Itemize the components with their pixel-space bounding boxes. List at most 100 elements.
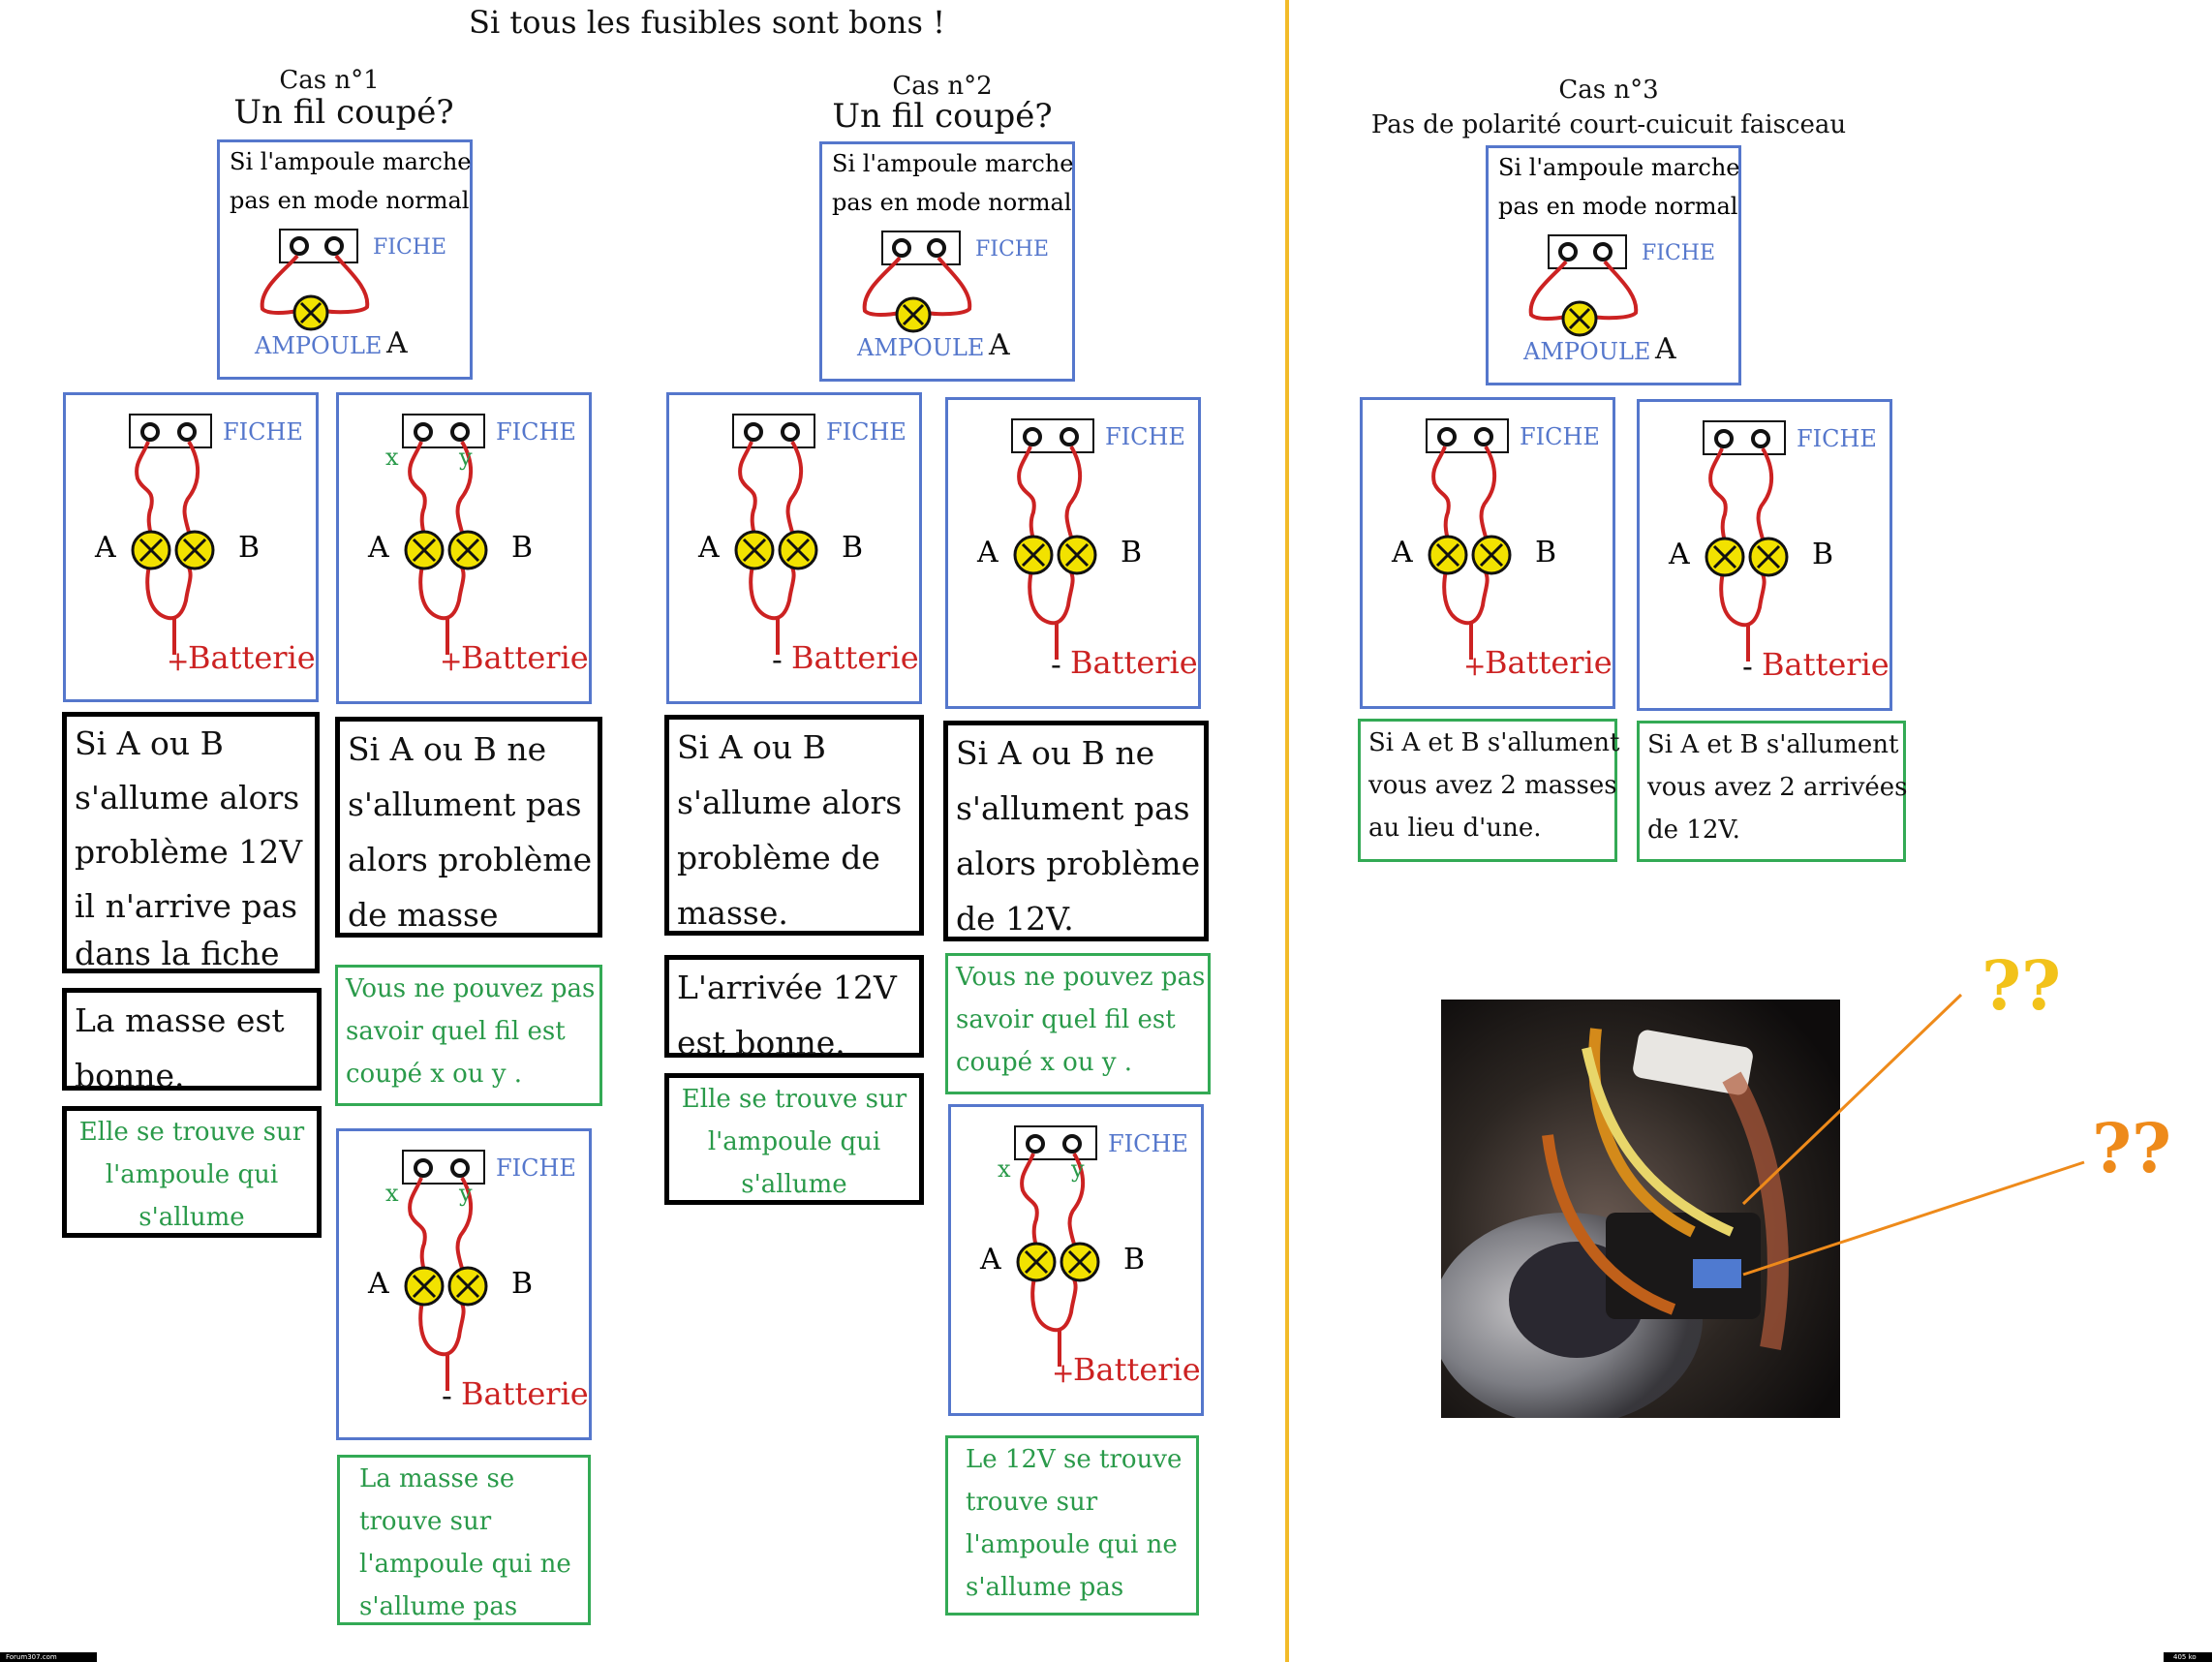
bulb-label: AMPOULE <box>255 332 383 359</box>
note-line-1: Si l'ampoule marche <box>1498 154 1740 181</box>
wire-y-label: y <box>1071 1155 1085 1183</box>
text-line: Si A ou B ne <box>348 730 547 768</box>
note-line-2: pas en mode normal <box>1498 193 1738 220</box>
text-line: problème de <box>677 839 880 877</box>
two-bulb-circuit <box>402 1150 488 1391</box>
text-line: dans la fiche <box>75 935 280 972</box>
text-line: au lieu d'une. <box>1368 814 1542 843</box>
single-bulb-circuit <box>1528 234 1639 337</box>
text-line: l'ampoule qui ne <box>359 1550 571 1579</box>
case3-subtitle: Pas de polarité court-cuicuit faisceau <box>1370 110 1847 139</box>
bulb-a-label: A <box>368 531 389 565</box>
battery-label: Batterie <box>791 639 919 676</box>
case2-diagram-plus-xy: FICHE x y A B + Batterie <box>948 1104 1204 1416</box>
wire-x-label: x <box>998 1155 1011 1183</box>
bulb-letter: A <box>386 326 408 360</box>
case2-diagram-minus-2: FICHE A B - Batterie <box>945 397 1201 709</box>
text-line: s'allume <box>741 1170 847 1199</box>
bulb-label: AMPOULE <box>1523 338 1651 365</box>
text-line: s'allume alors <box>677 784 903 821</box>
bulb-b-label: B <box>842 531 864 565</box>
text-line: s'allument pas <box>348 785 582 823</box>
text-line: Le 12V se trouve <box>966 1445 1183 1474</box>
bulb-letter: A <box>989 328 1010 362</box>
text-line: problème 12V <box>75 833 303 871</box>
plug-label: FICHE <box>373 235 447 260</box>
battery-sign: - <box>772 641 783 678</box>
case1-label: Cas n°1 <box>279 66 380 95</box>
bulb-label: AMPOULE <box>857 334 985 361</box>
bulb-a-label: A <box>95 531 116 565</box>
bulb-b-label: B <box>1121 536 1143 569</box>
bulb-b-label: B <box>1123 1243 1146 1277</box>
text-line: coupé x ou y . <box>346 1060 523 1089</box>
text-line: s'allument pas <box>956 789 1190 827</box>
text-line: l'ampoule qui <box>707 1127 881 1156</box>
text-line: s'allume alors <box>75 779 300 816</box>
case1-result-box-4: Si A ou B ne s'allument pas alors problè… <box>335 717 602 938</box>
plug-label: FICHE <box>975 237 1050 262</box>
text-line: La masse se <box>359 1464 515 1493</box>
question-mark-annotation-bottom: ?? <box>2092 1108 2172 1188</box>
case2-result-box-3: Elle se trouve sur l'ampoule qui s'allum… <box>664 1073 924 1205</box>
battery-label: Batterie <box>461 1375 589 1412</box>
bulb-b-label: B <box>238 531 261 565</box>
battery-label: Batterie <box>1485 644 1613 681</box>
case2-result-box-4: Si A ou B ne s'allument pas alors problè… <box>943 721 1209 941</box>
two-bulb-circuit <box>1014 1125 1100 1367</box>
case2-result-box-1: Si A ou B s'allume alors problème de mas… <box>664 715 924 936</box>
case3-result-box-1: Si A et B s'allument vous avez 2 masses … <box>1358 719 1620 862</box>
case3-result-box-2: Si A et B s'allument vous avez 2 arrivée… <box>1637 721 1908 862</box>
note-line-1: Si l'ampoule marche <box>230 148 472 175</box>
text-line: de 12V. <box>1647 816 1740 845</box>
text-line: vous avez 2 masses <box>1368 771 1617 800</box>
bulb-b-label: B <box>511 1267 534 1301</box>
text-line: s'allume pas <box>359 1592 518 1621</box>
bulb-letter: A <box>1655 332 1676 366</box>
bulb-b-label: B <box>1812 538 1834 571</box>
case1-result-box-1: Si A ou B s'allume alors problème 12V il… <box>62 712 320 973</box>
bulb-b-label: B <box>511 531 534 565</box>
case1-diagram-minus-xy: FICHE x y A B - Batterie <box>336 1128 592 1440</box>
text-line: coupé x ou y . <box>956 1048 1133 1077</box>
text-line: bonne. <box>75 1057 185 1094</box>
single-bulb-circuit <box>260 229 370 331</box>
text-line: s'allume <box>138 1203 245 1232</box>
plug-label: FICHE <box>1797 425 1877 452</box>
text-line: trouve sur <box>966 1488 1098 1517</box>
plug-label: FICHE <box>1642 241 1716 265</box>
two-bulb-circuit <box>402 414 488 655</box>
headlight-connector-photo <box>1441 1000 1840 1418</box>
text-line: trouve sur <box>359 1507 492 1536</box>
text-line: Vous ne pouvez pas <box>956 963 1206 992</box>
text-line: vous avez 2 arrivées <box>1647 773 1908 802</box>
text-line: alors problème <box>956 845 1201 882</box>
footer-left-text: Forum307.com <box>6 1653 57 1661</box>
bulb-a-label: A <box>368 1267 389 1301</box>
case2-single-bulb-diagram: Si l'ampoule marche pas en mode normal F… <box>819 141 1075 382</box>
case-divider <box>1285 0 1289 1662</box>
battery-label: Batterie <box>1070 644 1198 681</box>
two-bulb-circuit <box>1426 418 1512 660</box>
plug-label: FICHE <box>1105 423 1185 450</box>
question-mark-annotation-top: ?? <box>1982 945 2062 1026</box>
text-line: Si A ou B ne <box>956 734 1155 772</box>
note-line-1: Si l'ampoule marche <box>832 150 1074 177</box>
bulb-a-label: A <box>1669 538 1690 571</box>
case2-subtitle: Un fil coupé? <box>832 97 1053 136</box>
battery-label: Batterie <box>461 639 589 676</box>
text-line: l'ampoule qui ne <box>966 1530 1178 1559</box>
single-bulb-circuit <box>862 231 972 333</box>
case2-result-box-6: Le 12V se trouve trouve sur l'ampoule qu… <box>945 1435 1199 1616</box>
text-line: La masse est <box>75 1001 285 1039</box>
text-line: alors problème <box>348 841 593 878</box>
text-line: savoir quel fil est <box>956 1005 1176 1034</box>
text-line: est bonne. <box>677 1024 845 1062</box>
two-bulb-circuit <box>732 414 818 655</box>
text-line: masse. <box>677 894 788 932</box>
footer-right-bar: 405 ko <box>2164 1652 2212 1662</box>
battery-sign: + <box>440 645 463 677</box>
case3-single-bulb-diagram: Si l'ampoule marche pas en mode normal F… <box>1486 145 1741 385</box>
text-line: Si A et B s'allument <box>1647 730 1899 759</box>
battery-sign: + <box>1052 1357 1075 1389</box>
